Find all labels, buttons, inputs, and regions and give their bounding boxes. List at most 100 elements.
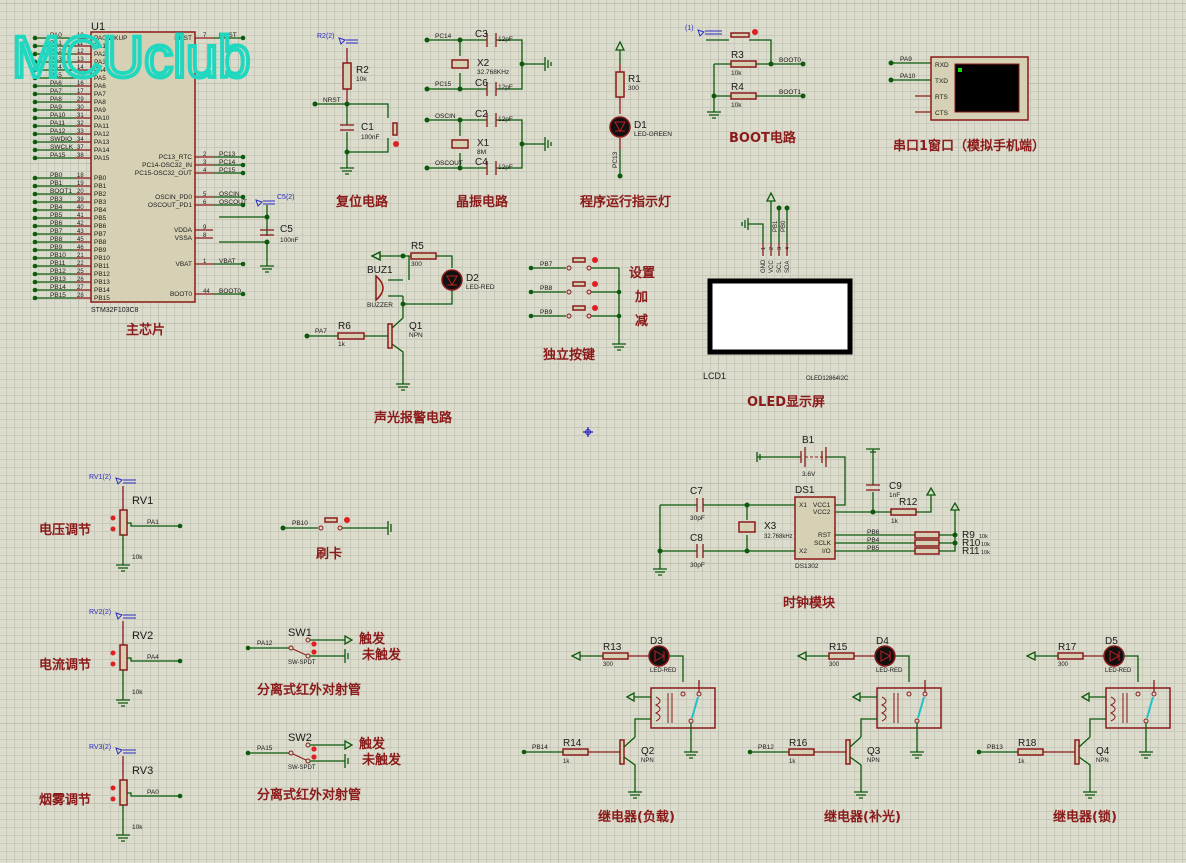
- ir-switch-toggle[interactable]: [311, 641, 317, 647]
- u1-left-pin-node[interactable]: [32, 223, 38, 229]
- pot-net-node[interactable]: [177, 658, 183, 664]
- r10-resistor[interactable]: [914, 539, 940, 547]
- key-net-node[interactable]: [528, 289, 534, 295]
- u1-left-pin-node[interactable]: [32, 115, 38, 121]
- r5-resistor[interactable]: [410, 252, 437, 260]
- r4-resistor[interactable]: [730, 92, 757, 100]
- key-actuator[interactable]: [592, 305, 598, 311]
- relay-net-node[interactable]: [521, 749, 527, 755]
- reset-button[interactable]: [392, 122, 398, 136]
- d2-led[interactable]: [441, 269, 463, 291]
- reset-probe-icon[interactable]: [338, 37, 358, 45]
- pot-probe-icon[interactable]: [115, 477, 136, 485]
- uart-screen[interactable]: [954, 63, 1020, 113]
- boot-probe-icon[interactable]: [697, 29, 722, 37]
- relay-body[interactable]: [1105, 687, 1171, 729]
- key-net-node[interactable]: [528, 265, 534, 271]
- u1-left-pin-node[interactable]: [32, 147, 38, 153]
- pot-body[interactable]: [119, 509, 128, 536]
- pot-body[interactable]: [119, 644, 128, 671]
- key-net-node[interactable]: [528, 313, 534, 319]
- u1-left-pin-node[interactable]: [32, 247, 38, 253]
- relay-led-resistor[interactable]: [602, 652, 629, 660]
- u1-left-pin-node[interactable]: [32, 75, 38, 81]
- ir-switch-toggle[interactable]: [311, 746, 317, 752]
- boot-button[interactable]: [730, 32, 750, 38]
- u1-body[interactable]: [90, 31, 196, 303]
- relay-body[interactable]: [876, 687, 942, 729]
- key-actuator[interactable]: [592, 257, 598, 263]
- x3-crystal[interactable]: [738, 521, 756, 533]
- u1-right-pin-node[interactable]: [240, 202, 246, 208]
- u1-left-pin-node[interactable]: [32, 287, 38, 293]
- u1-left-pin-node[interactable]: [32, 123, 38, 129]
- pot-increase-button[interactable]: [110, 515, 116, 521]
- u1-left-pin-node[interactable]: [32, 91, 38, 97]
- relay-led-resistor[interactable]: [828, 652, 855, 660]
- u1-left-pin-node[interactable]: [32, 295, 38, 301]
- u1-right-pin-node[interactable]: [240, 154, 246, 160]
- u1-left-pin-node[interactable]: [32, 191, 38, 197]
- r9-resistor[interactable]: [914, 531, 940, 539]
- u1-left-pin-node[interactable]: [32, 279, 38, 285]
- u1-left-pin-node[interactable]: [32, 263, 38, 269]
- relay-led[interactable]: [648, 645, 670, 667]
- u1-left-pin-node[interactable]: [32, 67, 38, 73]
- u1-right-pin-node[interactable]: [240, 35, 246, 41]
- x2-crystal[interactable]: [451, 59, 469, 69]
- uart-terminal[interactable]: PA9 PA10 RXD TXD RTS CTS 串口1窗口（模拟手机端）: [888, 56, 1046, 154]
- u1-left-pin-node[interactable]: [32, 255, 38, 261]
- relay-transistor[interactable]: [1074, 739, 1080, 765]
- c5-probe-icon[interactable]: [255, 199, 275, 207]
- pot-net-node[interactable]: [177, 523, 183, 529]
- ds1302-chip[interactable]: [794, 496, 836, 560]
- u1-left-pin-node[interactable]: [32, 239, 38, 245]
- u1-left-pin-node[interactable]: [32, 207, 38, 213]
- key-button[interactable]: [572, 305, 586, 311]
- q1-transistor[interactable]: [387, 323, 393, 349]
- r3-resistor[interactable]: [730, 60, 757, 68]
- relay-body[interactable]: [650, 687, 716, 729]
- u1-right-pin-node[interactable]: [240, 170, 246, 176]
- u1-left-pin-node[interactable]: [32, 139, 38, 145]
- key-actuator[interactable]: [592, 281, 598, 287]
- u1-left-pin-node[interactable]: [32, 175, 38, 181]
- pot-decrease-button[interactable]: [110, 661, 116, 667]
- u1-left-pin-node[interactable]: [32, 215, 38, 221]
- ir-net-node[interactable]: [245, 750, 251, 756]
- ir-net-node[interactable]: [245, 645, 251, 651]
- key-button[interactable]: [572, 281, 586, 287]
- u1-right-pin-node[interactable]: [240, 261, 246, 267]
- pot-probe-icon[interactable]: [115, 612, 136, 620]
- card-button[interactable]: [324, 517, 338, 523]
- d1-led[interactable]: [609, 116, 631, 138]
- u1-left-pin-node[interactable]: [32, 43, 38, 49]
- oled-screen[interactable]: [707, 278, 853, 355]
- r2-resistor[interactable]: [342, 62, 352, 90]
- u1-left-pin-node[interactable]: [32, 107, 38, 113]
- relay-transistor[interactable]: [619, 739, 625, 765]
- relay-base-resistor[interactable]: [562, 748, 589, 756]
- r1-resistor[interactable]: [615, 71, 625, 98]
- r12-resistor[interactable]: [890, 508, 917, 516]
- u1-left-pin-node[interactable]: [32, 231, 38, 237]
- card-button-actuator[interactable]: [344, 517, 350, 523]
- relay-base-resistor[interactable]: [1017, 748, 1044, 756]
- relay-led-resistor[interactable]: [1057, 652, 1084, 660]
- boot-button-actuator[interactable]: [752, 29, 758, 35]
- u1-left-pin-node[interactable]: [32, 131, 38, 137]
- u1-right-pin-node[interactable]: [240, 291, 246, 297]
- x1-crystal[interactable]: [451, 139, 469, 149]
- relay-base-resistor[interactable]: [788, 748, 815, 756]
- relay-led[interactable]: [874, 645, 896, 667]
- key-button[interactable]: [572, 257, 586, 263]
- relay-net-node[interactable]: [976, 749, 982, 755]
- relay-net-node[interactable]: [747, 749, 753, 755]
- r11-resistor[interactable]: [914, 547, 940, 555]
- r6-resistor[interactable]: [337, 332, 365, 340]
- u1-left-pin-node[interactable]: [32, 199, 38, 205]
- reset-button-actuator[interactable]: [393, 141, 399, 147]
- pot-increase-button[interactable]: [110, 650, 116, 656]
